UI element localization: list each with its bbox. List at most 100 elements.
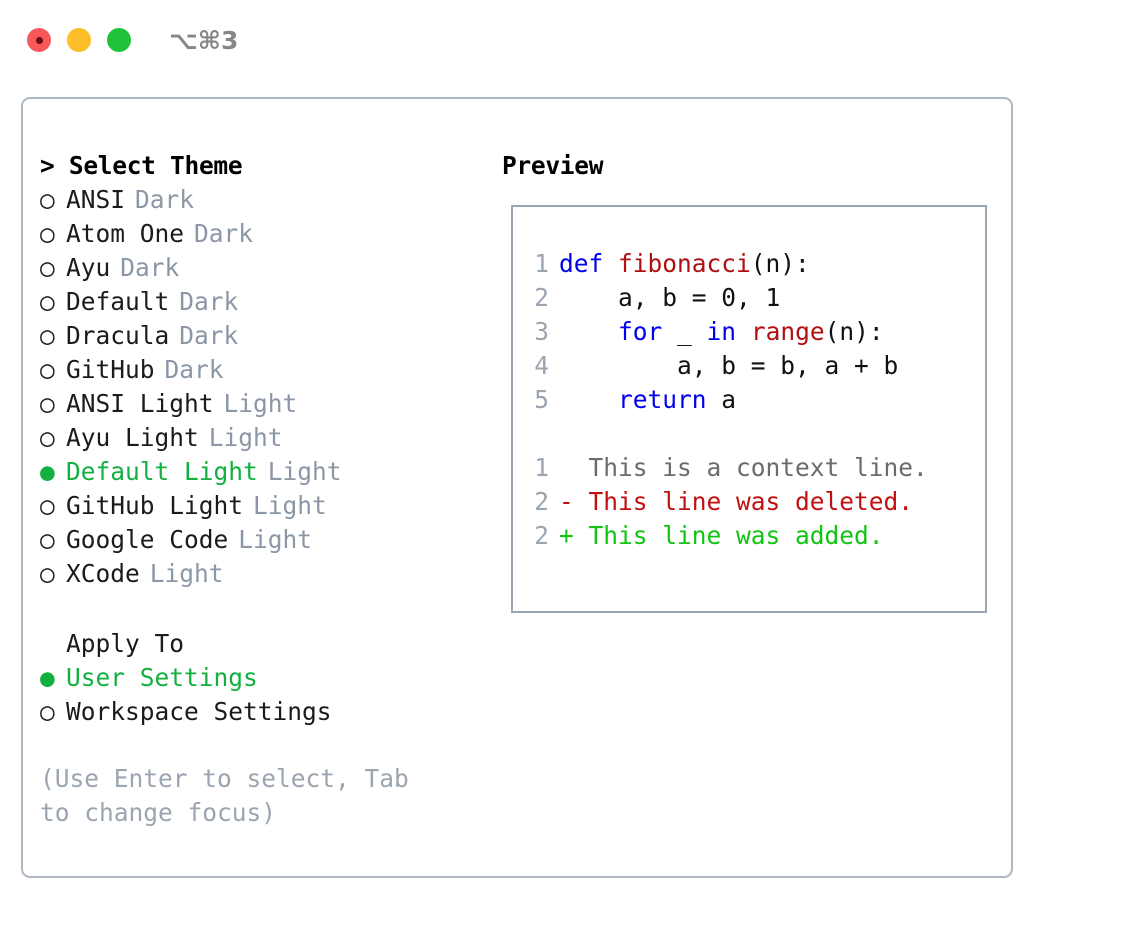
code-line: 2 a, b = 0, 1 <box>527 281 928 315</box>
theme-option-ansi-light[interactable]: ○ ANSI Light Light <box>40 387 490 421</box>
code-token: _ <box>662 317 707 346</box>
diff-line-del: 2- This line was deleted. <box>527 485 928 519</box>
radio-unselected-icon: ○ <box>40 253 55 282</box>
diff-line-text: This is a context line. <box>573 453 928 482</box>
section-spacer <box>40 591 490 627</box>
select-theme-header: > Select Theme <box>40 151 243 180</box>
code-token: return <box>618 385 707 414</box>
preview-title: Preview <box>502 151 604 180</box>
apply-to-option-list[interactable]: ● User Settings ○ Workspace Settings <box>40 661 490 729</box>
code-line: 4 a, b = b, a + b <box>527 349 928 383</box>
theme-option-label: Dracula <box>66 321 170 350</box>
code-token: a <box>706 385 737 414</box>
theme-variant-tag: Light <box>253 491 327 520</box>
keyboard-hint-text: (Use Enter to select, Tab to change focu… <box>40 764 409 827</box>
code-token: (n): <box>750 249 810 278</box>
diff-marker-del: - <box>559 487 574 516</box>
theme-variant-tag: Light <box>223 389 298 418</box>
radio-unselected-icon: ○ <box>40 697 55 726</box>
diff-line-ctx: 1 This is a context line. <box>527 451 928 485</box>
minimize-button[interactable] <box>67 28 91 52</box>
theme-option-label: ANSI Light <box>66 389 214 418</box>
code-token: a, b = 0, 1 <box>559 283 781 312</box>
theme-variant-tag: Dark <box>120 253 180 282</box>
theme-variant-tag: Dark <box>164 355 224 384</box>
code-line-number: 4 <box>534 351 549 380</box>
code-token <box>559 385 618 414</box>
theme-option-xcode[interactable]: ○ XCode Light <box>40 557 490 591</box>
theme-option-label: GitHub <box>66 355 155 384</box>
code-line-number: 1 <box>534 249 549 278</box>
radio-unselected-icon: ○ <box>40 525 55 554</box>
theme-variant-tag: Dark <box>135 185 195 214</box>
code-line: 3 for _ in range(n): <box>527 315 928 349</box>
code-token: range <box>750 317 825 346</box>
diff-marker-ctx <box>559 453 574 482</box>
radio-unselected-icon: ○ <box>40 321 55 350</box>
diff-line-number: 2 <box>534 487 549 516</box>
code-token: a, b = b, a + b <box>559 351 899 380</box>
theme-variant-tag: Light <box>149 559 224 588</box>
diff-line-number: 1 <box>534 453 549 482</box>
apply-to-header: Apply To <box>66 629 185 658</box>
theme-option-label: XCode <box>66 559 140 588</box>
radio-unselected-icon: ○ <box>40 559 55 588</box>
theme-variant-tag: Light <box>267 457 342 486</box>
code-token <box>736 317 751 346</box>
theme-option-label: Atom One <box>66 219 185 248</box>
theme-option-label: GitHub Light <box>66 491 244 520</box>
radio-unselected-icon: ○ <box>40 423 55 452</box>
diff-line-add: 2+ This line was added. <box>527 519 928 553</box>
theme-variant-tag: Light <box>238 525 313 554</box>
theme-option-dracula[interactable]: ○ Dracula Dark <box>40 319 490 353</box>
code-line-number: 2 <box>534 283 549 312</box>
keyboard-shortcut-label: ⌥⌘3 <box>169 25 239 55</box>
radio-selected-icon: ● <box>40 663 55 692</box>
code-token: fibonacci <box>618 249 751 278</box>
diff-line-number: 2 <box>534 521 549 550</box>
diff-line-text: This line was deleted. <box>573 487 914 516</box>
apply-to-option-workspace-settings[interactable]: ○ Workspace Settings <box>40 695 490 729</box>
code-line: 5 return a <box>527 383 928 417</box>
theme-option-google-code[interactable]: ○ Google Code Light <box>40 523 490 557</box>
apply-to-option-label: Workspace Settings <box>66 697 332 726</box>
code-token: def <box>559 249 619 278</box>
theme-option-ansi[interactable]: ○ ANSI Dark <box>40 183 490 217</box>
theme-option-label: Google Code <box>66 525 229 554</box>
maximize-button[interactable] <box>107 28 131 52</box>
theme-option-ayu[interactable]: ○ Ayu Dark <box>40 251 490 285</box>
theme-variant-tag: Dark <box>179 287 239 316</box>
theme-variant-tag: Dark <box>194 219 254 248</box>
apply-to-option-user-settings[interactable]: ● User Settings <box>40 661 490 695</box>
theme-option-label: Default <box>66 287 170 316</box>
theme-variant-tag: Dark <box>179 321 239 350</box>
close-button[interactable] <box>27 28 51 52</box>
code-token <box>559 317 618 346</box>
code-token: (n): <box>824 317 884 346</box>
theme-option-default[interactable]: ○ Default Dark <box>40 285 490 319</box>
preview-panel: Preview <box>502 149 603 183</box>
code-line-number: 5 <box>534 385 549 414</box>
theme-option-label: ANSI <box>66 185 126 214</box>
radio-unselected-icon: ○ <box>40 389 55 418</box>
radio-selected-icon: ● <box>40 457 55 486</box>
code-token: in <box>706 317 737 346</box>
radio-unselected-icon: ○ <box>40 355 55 384</box>
radio-unselected-icon: ○ <box>40 185 55 214</box>
theme-option-github[interactable]: ○ GitHub Dark <box>40 353 490 387</box>
apply-to-option-label: User Settings <box>66 663 258 692</box>
diff-line-text: This line was added. <box>573 521 884 550</box>
theme-option-label: Ayu <box>66 253 111 282</box>
radio-unselected-icon: ○ <box>40 287 55 316</box>
window-titlebar: ⌥⌘3 <box>0 0 1140 80</box>
